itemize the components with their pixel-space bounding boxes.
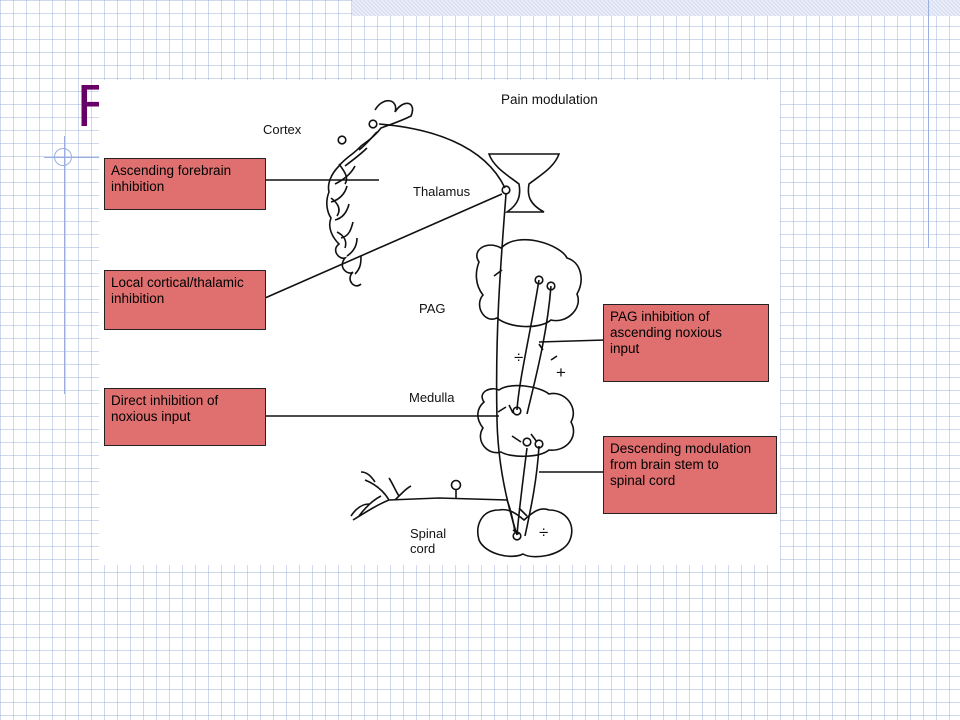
symbol-divide-pag: ÷ xyxy=(514,348,524,367)
pag-outline xyxy=(475,238,582,328)
descending-fiber-1 xyxy=(516,279,540,411)
callout-local-cortical: Local cortical/thalamic inhibition xyxy=(104,270,266,330)
symbol-divide-spinal: ÷ xyxy=(539,523,549,542)
spinal-cord-outline xyxy=(477,508,573,558)
label-pag: PAG xyxy=(419,301,446,316)
label-spinal-cord: Spinal cord xyxy=(410,526,447,556)
thalamus-structure xyxy=(487,153,561,213)
diagram-header: Pain modulation xyxy=(501,92,598,107)
label-thalamus: Thalamus xyxy=(413,184,471,199)
peripheral-nerve xyxy=(352,497,516,533)
top-decoration-bar xyxy=(352,0,960,16)
callout-pag-inhibition: PAG inhibition of ascending noxious inpu… xyxy=(603,304,769,382)
callout-descending-modulation: Descending modulation from brain stem to… xyxy=(603,436,777,514)
vertical-deco-line xyxy=(64,136,65,394)
right-deco-line xyxy=(928,0,929,248)
horizontal-deco-line xyxy=(44,157,134,158)
descending-fiber-2 xyxy=(526,285,552,415)
descending-fiber-4 xyxy=(524,445,540,537)
cortex-gyri xyxy=(326,100,414,287)
label-cortex: Cortex xyxy=(263,122,302,137)
pain-pathway-diagram xyxy=(264,100,606,558)
callout-direct-inhibition: Direct inhibition of noxious input xyxy=(104,388,266,446)
cortex-thalamus-tract xyxy=(378,123,506,189)
symbol-plus: + xyxy=(556,363,566,382)
medulla-outline xyxy=(477,384,575,458)
descending-fiber-3 xyxy=(516,447,528,536)
callout-ascending-forebrain: Ascending forebrain inhibition xyxy=(104,158,266,210)
leader-local xyxy=(264,193,503,299)
pain-modulation-figure: Pain modulation Cortex Thalamus PAG Medu… xyxy=(99,80,780,565)
crosshair-circle xyxy=(54,148,72,166)
leader-pag xyxy=(538,339,606,343)
label-medulla: Medulla xyxy=(409,390,455,405)
